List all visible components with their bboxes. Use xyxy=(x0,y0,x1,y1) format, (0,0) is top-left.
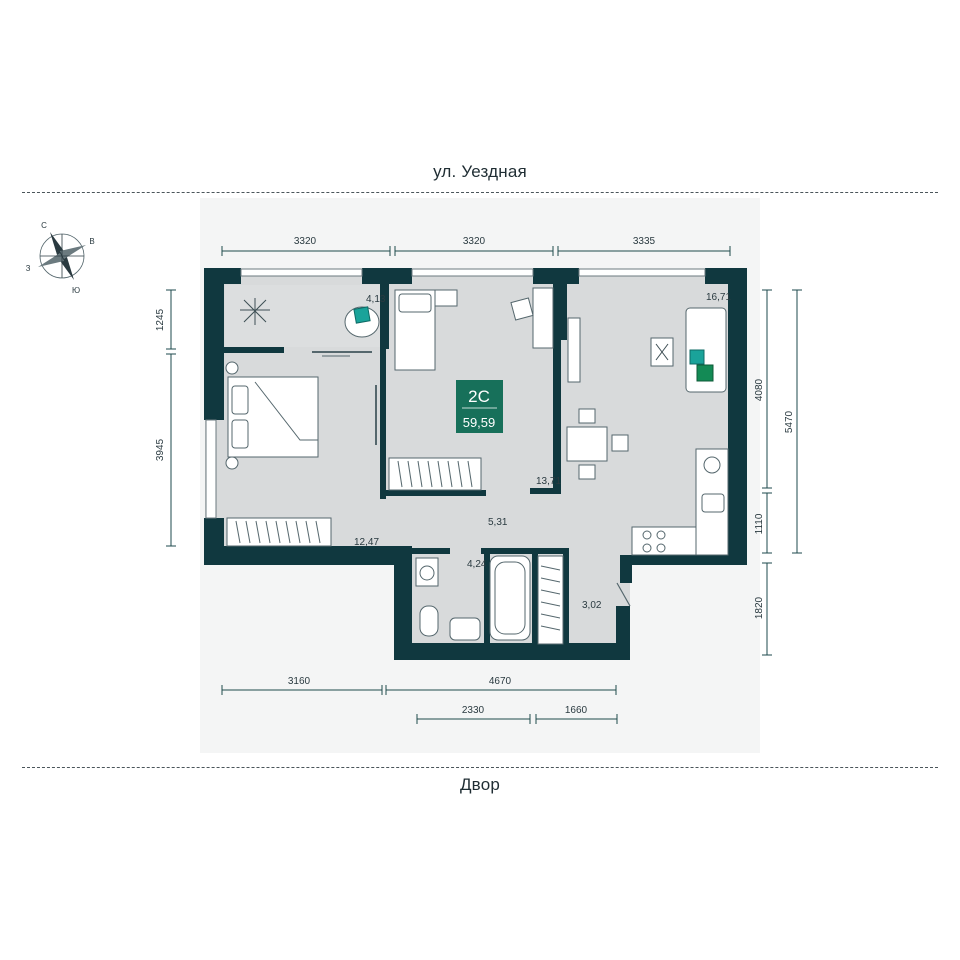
tv-stand xyxy=(567,317,581,383)
pillow xyxy=(231,385,249,415)
sofa xyxy=(685,307,727,393)
street-top-label: ул. Уездная xyxy=(433,162,527,181)
dim-bottom-2: 4670 xyxy=(489,676,512,687)
cushion xyxy=(689,349,705,365)
compass-east: В xyxy=(89,237,94,246)
dim-bottom-1: 3160 xyxy=(288,676,311,687)
compass-icon xyxy=(38,232,86,280)
washer-drum xyxy=(419,565,435,581)
street-bottom-label: Двор xyxy=(459,775,501,794)
wall-segment xyxy=(728,268,747,565)
area-balcony: 4,13 xyxy=(366,294,386,305)
interior-walls xyxy=(224,284,569,644)
pillow xyxy=(231,419,249,449)
nightstand xyxy=(434,289,458,307)
stove-burner xyxy=(642,543,652,553)
compass-south: Ю xyxy=(72,286,80,295)
closet xyxy=(537,555,564,645)
chair xyxy=(611,434,629,452)
nightstand xyxy=(225,456,239,470)
wall-segment xyxy=(412,548,450,554)
washing-machine xyxy=(703,456,721,474)
dim-bottom-4: 1660 xyxy=(565,705,588,716)
stove-burner xyxy=(656,530,666,540)
wall-segment xyxy=(224,347,284,353)
dim-right-1: 4080 xyxy=(754,378,765,401)
chair xyxy=(510,297,534,321)
desk xyxy=(532,287,554,349)
dimension-lines xyxy=(166,246,802,724)
window xyxy=(205,419,217,519)
wall-segment xyxy=(563,548,569,644)
nightstand xyxy=(225,361,239,375)
wall-segment xyxy=(380,349,386,499)
dim-left-1: 1245 xyxy=(155,308,166,331)
dim-right-lower: 1820 xyxy=(754,596,765,619)
wall-segment xyxy=(204,546,394,565)
wall-segment xyxy=(561,284,567,340)
wall-segment xyxy=(530,488,560,494)
dining-table xyxy=(566,426,608,462)
wall-segment xyxy=(386,490,486,496)
dim-top-3: 3335 xyxy=(633,236,656,247)
window xyxy=(578,268,706,277)
dim-bottom-3: 2330 xyxy=(462,705,485,716)
stove-burner xyxy=(642,530,652,540)
chair xyxy=(578,408,596,424)
dim-right-outer: 5470 xyxy=(784,410,795,433)
compass-west: З xyxy=(26,264,31,273)
wall-segment xyxy=(481,548,563,554)
area-living-kitchen: 16,71 xyxy=(706,292,731,303)
wall-segment xyxy=(362,268,412,284)
wall-segment xyxy=(484,554,490,644)
compass-north: С xyxy=(41,221,47,230)
wall-segment xyxy=(620,555,632,583)
chair xyxy=(578,464,596,480)
furniture xyxy=(225,287,729,645)
window xyxy=(240,268,363,277)
wall-segment xyxy=(553,284,561,494)
wall-segment xyxy=(616,606,630,660)
wall-segment xyxy=(620,555,747,565)
washbasin xyxy=(449,617,481,641)
wall-segment xyxy=(204,268,224,420)
wall-segment xyxy=(380,284,389,349)
bottom-yard-divider xyxy=(22,767,938,768)
area-bathroom: 4,24 xyxy=(467,559,487,570)
top-street-divider xyxy=(22,192,938,193)
apartment-badge xyxy=(456,380,503,433)
window xyxy=(411,268,534,277)
dim-left-2: 3945 xyxy=(155,438,166,461)
wall-segment xyxy=(532,554,538,644)
stove-burner xyxy=(656,543,666,553)
area-hallway: 5,31 xyxy=(488,517,508,528)
plant-icon xyxy=(240,298,270,325)
entry-door-leaf xyxy=(616,582,631,607)
apartment-total-area: 59,59 xyxy=(463,415,496,430)
dim-right-2: 1110 xyxy=(754,513,765,534)
apartment-type: 2С xyxy=(468,387,490,406)
wall-segment xyxy=(394,643,630,660)
pillow xyxy=(398,293,432,313)
area-second-bedroom: 13,71 xyxy=(536,476,561,487)
outer-walls xyxy=(204,268,747,660)
kitchen-sink xyxy=(701,493,725,513)
wardrobe xyxy=(388,457,482,491)
dim-top-1: 3320 xyxy=(294,236,317,247)
toilet xyxy=(419,605,439,637)
bathtub-inner xyxy=(494,561,526,635)
bed-fold xyxy=(254,381,318,441)
windows xyxy=(205,268,706,519)
area-bedroom: 12,47 xyxy=(354,537,379,548)
area-wardrobe: 3,02 xyxy=(582,600,602,611)
hanger-marks xyxy=(235,460,561,631)
wardrobe xyxy=(226,517,332,547)
wall-segment xyxy=(533,268,579,284)
dim-top-2: 3320 xyxy=(463,236,486,247)
cushion xyxy=(353,306,371,324)
wall-segment xyxy=(394,546,412,660)
cushion xyxy=(696,364,714,382)
